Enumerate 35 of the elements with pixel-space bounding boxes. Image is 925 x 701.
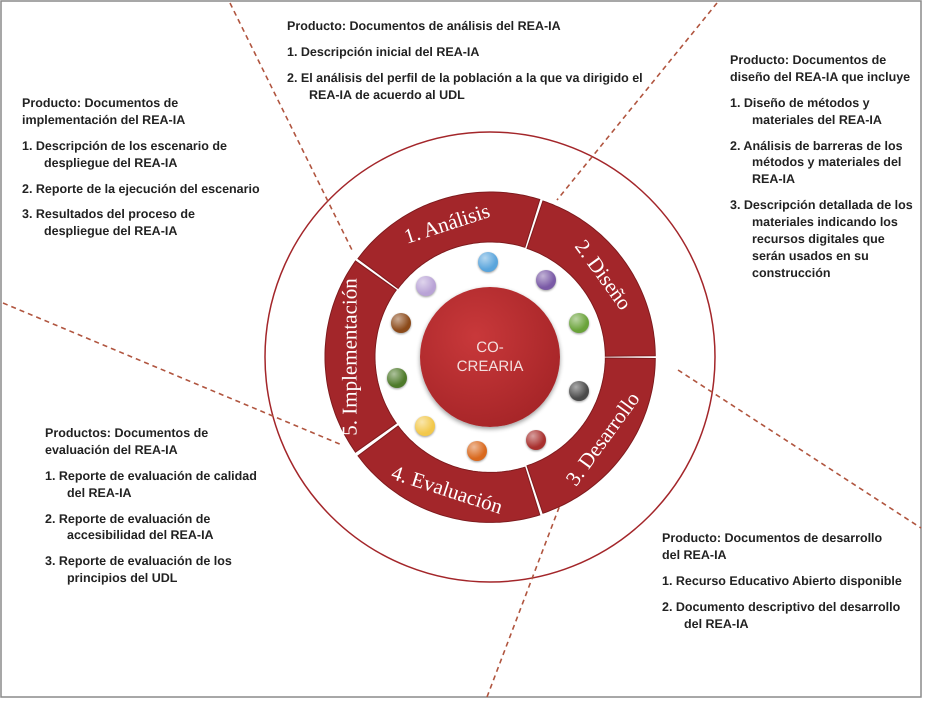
- colored-dot: [568, 312, 589, 333]
- center-circle: [420, 287, 560, 427]
- product-item: 2. El análisis del perfil de la población a la que va dirigido el REA-IA de acuerdo al UDL: [287, 70, 644, 104]
- product-item: 1. Descripción inicial del REA-IA: [287, 44, 480, 61]
- product-heading: Productos: Documentos de evaluación del REA-IA: [45, 425, 210, 459]
- product-item: 3. Descripción detallada de los materiales indicando los recursos digitales que serán usados en su construcción: [730, 197, 914, 282]
- product-heading: Producto: Documentos de diseño del REA-IA que incluye: [730, 52, 912, 86]
- ring-segment: [325, 261, 396, 453]
- ring-segment: [358, 426, 540, 522]
- product-item: 1. Diseño de métodos y materiales del REA-IA: [730, 94, 883, 128]
- product-heading: Producto: Documentos de desarrollo del REA-IA: [662, 530, 884, 564]
- ring-segment: [526, 358, 655, 514]
- segment-label: 5. Implementación: [338, 278, 362, 436]
- colored-dot: [478, 252, 498, 272]
- product-item: 2. Reporte de evaluación de accesibilidad del REA-IA: [45, 510, 215, 544]
- colored-dot: [391, 312, 412, 333]
- colored-dot: [415, 416, 436, 436]
- ring-segment: [526, 200, 655, 356]
- product-item: 1. Recurso Educativo Abierto disponible: [662, 572, 902, 590]
- colored-dot: [466, 441, 487, 462]
- colored-dot: [416, 276, 436, 296]
- product-heading: Producto: Documentos de análisis del REA-IA: [287, 18, 562, 35]
- colored-dot: [526, 430, 546, 450]
- product-heading: Producto: Documentos de implementación del REA-IA: [22, 95, 186, 129]
- center-label: CO-CREARIA: [456, 338, 524, 376]
- product-item: 2. Análisis de barreras de los métodos y materiales del REA-IA: [730, 138, 904, 188]
- product-item: 3. Reporte de evaluación de los principios del UDL: [45, 553, 233, 587]
- product-item: 3. Resultados del proceso de despliegue del REA-IA: [22, 206, 196, 240]
- product-item: 2. Documento descriptivo del desarrollo del REA-IA: [662, 598, 902, 632]
- product-item: 1. Descripción de los escenario de despliegue del REA-IA: [22, 138, 228, 172]
- product-item: 2. Reporte de la ejecución del escenario: [22, 180, 261, 198]
- segment-label: 1. Análisis: [400, 198, 493, 250]
- product-item: 1. Reporte de evaluación de calidad del REA-IA: [45, 468, 258, 502]
- colored-dot: [387, 368, 408, 388]
- colored-dot: [536, 270, 556, 290]
